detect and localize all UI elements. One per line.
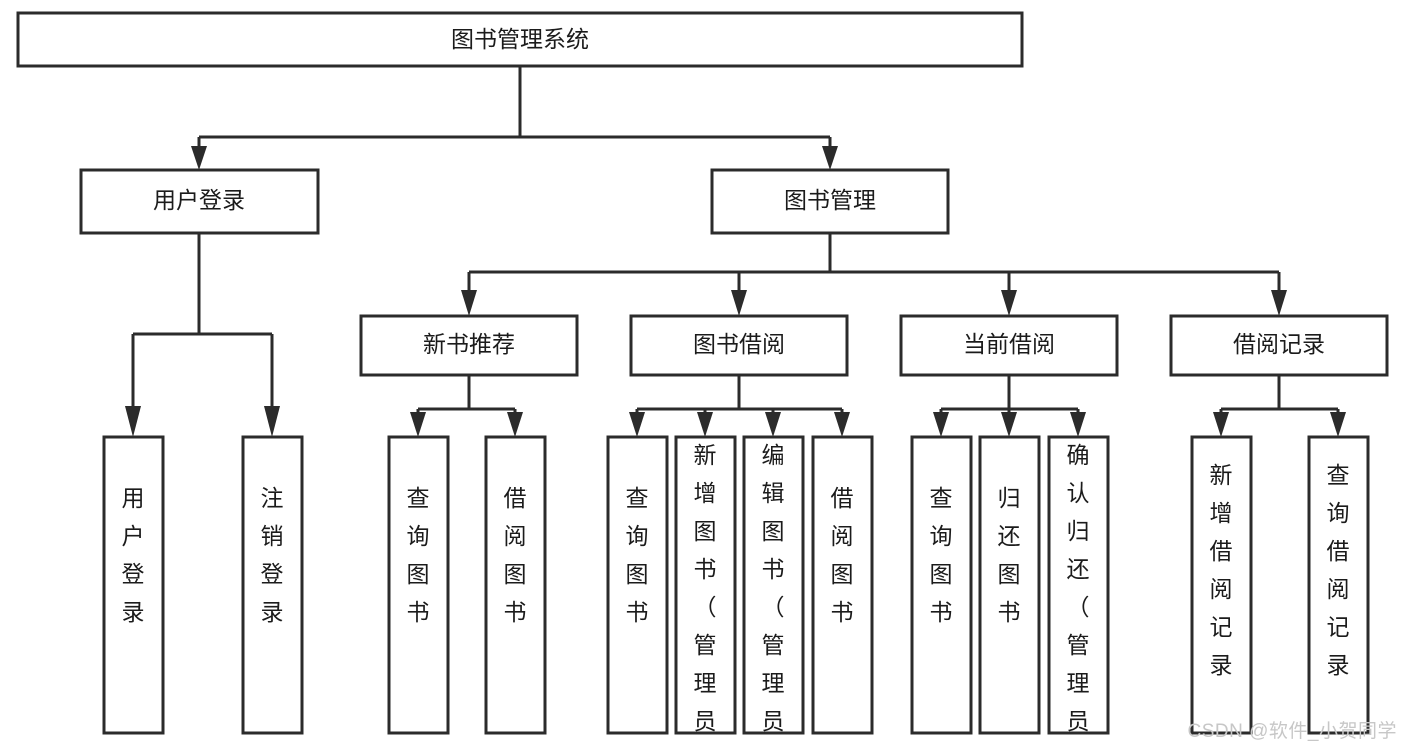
leaf-return-book-label: 归还图书 [998, 485, 1021, 625]
leaf-add-book[interactable]: 新增图书（管理员） [674, 435, 737, 747]
leaf-logout-login[interactable]: 注销登录 [241, 435, 304, 735]
arrow-leaf-edit-book [765, 412, 781, 437]
arrow-leaf-query-book-1 [410, 412, 426, 437]
leaf-query-book-3-box[interactable] [910, 435, 973, 735]
arrow-to-new-book-rec [461, 290, 477, 316]
node-borrow-record-label: 借阅记录 [1233, 331, 1325, 357]
leaf-borrow-book-2-label: 借阅图书 [831, 485, 854, 625]
leaf-return-book[interactable]: 归还图书 [978, 435, 1041, 735]
leaf-logout-login-label: 注销登录 [261, 485, 284, 625]
arrow-leaf-user-login [125, 406, 141, 437]
arrow-leaf-query-book-2 [629, 412, 645, 437]
node-book-manage-box[interactable] [710, 168, 950, 235]
leaf-add-book-box[interactable] [674, 435, 737, 735]
leaf-confirm-return-box[interactable] [1047, 435, 1110, 735]
arrow-leaf-borrow-book-2 [834, 412, 850, 437]
leaf-add-record[interactable]: 新增借阅记录 [1190, 435, 1253, 735]
leaf-borrow-book-2-box[interactable] [811, 435, 874, 735]
arrow-to-borrow-record [1271, 290, 1287, 316]
leaf-confirm-return-label: 确认归还（管理员） [1067, 442, 1090, 747]
node-user-login-label: 用户登录 [153, 187, 245, 213]
node-user-login-box[interactable] [79, 168, 320, 235]
node-root[interactable]: 图书管理系统 [16, 11, 1024, 68]
leaf-edit-book-box[interactable] [742, 435, 805, 735]
node-new-book-rec[interactable]: 新书推荐 [359, 314, 579, 377]
node-user-login[interactable]: 用户登录 [79, 168, 320, 235]
leaf-query-book-3-label: 查询图书 [930, 485, 953, 625]
arrow-leaf-add-book [697, 412, 713, 437]
leaf-borrow-book-1-box[interactable] [484, 435, 547, 735]
node-borrow-record[interactable]: 借阅记录 [1169, 314, 1389, 377]
leaf-user-login-box[interactable] [102, 435, 165, 735]
node-book-borrow[interactable]: 图书借阅 [629, 314, 849, 377]
arrow-leaf-query-record [1330, 412, 1346, 437]
node-book-borrow-box[interactable] [629, 314, 849, 377]
node-book-manage[interactable]: 图书管理 [710, 168, 950, 235]
leaf-query-book-1-label: 查询图书 [407, 485, 430, 625]
arrow-to-user-login [191, 146, 207, 170]
node-current-borrow-label: 当前借阅 [963, 331, 1055, 357]
leaf-query-book-3[interactable]: 查询图书 [910, 435, 973, 735]
leaf-query-book-2[interactable]: 查询图书 [606, 435, 669, 735]
leaf-add-record-box[interactable] [1190, 435, 1253, 735]
arrow-leaf-query-book-3 [933, 412, 949, 437]
arrow-to-book-borrow [731, 290, 747, 316]
leaf-user-login-label: 用户登录 [122, 485, 145, 625]
arrow-leaf-confirm-return [1070, 412, 1086, 437]
leaf-query-book-1-box[interactable] [387, 435, 450, 735]
leaf-query-book-2-label: 查询图书 [626, 485, 649, 625]
leaf-user-login[interactable]: 用户登录 [102, 435, 165, 735]
arrow-leaf-add-record [1213, 412, 1229, 437]
leaf-borrow-book-2[interactable]: 借阅图书 [811, 435, 874, 735]
leaf-query-record[interactable]: 查询借阅记录 [1307, 435, 1370, 735]
arrow-leaf-logout-login [264, 406, 280, 437]
leaf-query-record-label: 查询借阅记录 [1327, 462, 1350, 678]
leaf-query-book-2-box[interactable] [606, 435, 669, 735]
arrow-leaf-return-book [1001, 412, 1017, 437]
node-current-borrow-box[interactable] [899, 314, 1119, 377]
leaf-query-book-1[interactable]: 查询图书 [387, 435, 450, 735]
leaf-confirm-return[interactable]: 确认归还（管理员） [1047, 435, 1110, 747]
node-book-manage-label: 图书管理 [784, 187, 876, 213]
arrow-to-book-manage [822, 146, 838, 170]
leaf-edit-book-label: 编辑图书（管理员） [762, 442, 785, 747]
node-current-borrow[interactable]: 当前借阅 [899, 314, 1119, 377]
arrow-to-current-borrow [1001, 290, 1017, 316]
node-borrow-record-box[interactable] [1169, 314, 1389, 377]
node-root-label: 图书管理系统 [451, 26, 589, 52]
node-root-box[interactable] [16, 11, 1024, 68]
leaf-borrow-book-1[interactable]: 借阅图书 [484, 435, 547, 735]
leaf-logout-login-box[interactable] [241, 435, 304, 735]
arrow-leaf-borrow-book-1 [507, 412, 523, 437]
leaf-edit-book[interactable]: 编辑图书（管理员） [742, 435, 805, 747]
leaf-borrow-book-1-label: 借阅图书 [504, 485, 527, 625]
leaf-return-book-box[interactable] [978, 435, 1041, 735]
connector-layer [125, 66, 1346, 437]
leaf-add-record-label: 新增借阅记录 [1210, 462, 1233, 678]
leaf-query-record-box[interactable] [1307, 435, 1370, 735]
node-new-book-rec-label: 新书推荐 [423, 331, 515, 357]
node-book-borrow-label: 图书借阅 [693, 331, 785, 357]
node-new-book-rec-box[interactable] [359, 314, 579, 377]
leaf-add-book-label: 新增图书（管理员） [694, 442, 717, 747]
